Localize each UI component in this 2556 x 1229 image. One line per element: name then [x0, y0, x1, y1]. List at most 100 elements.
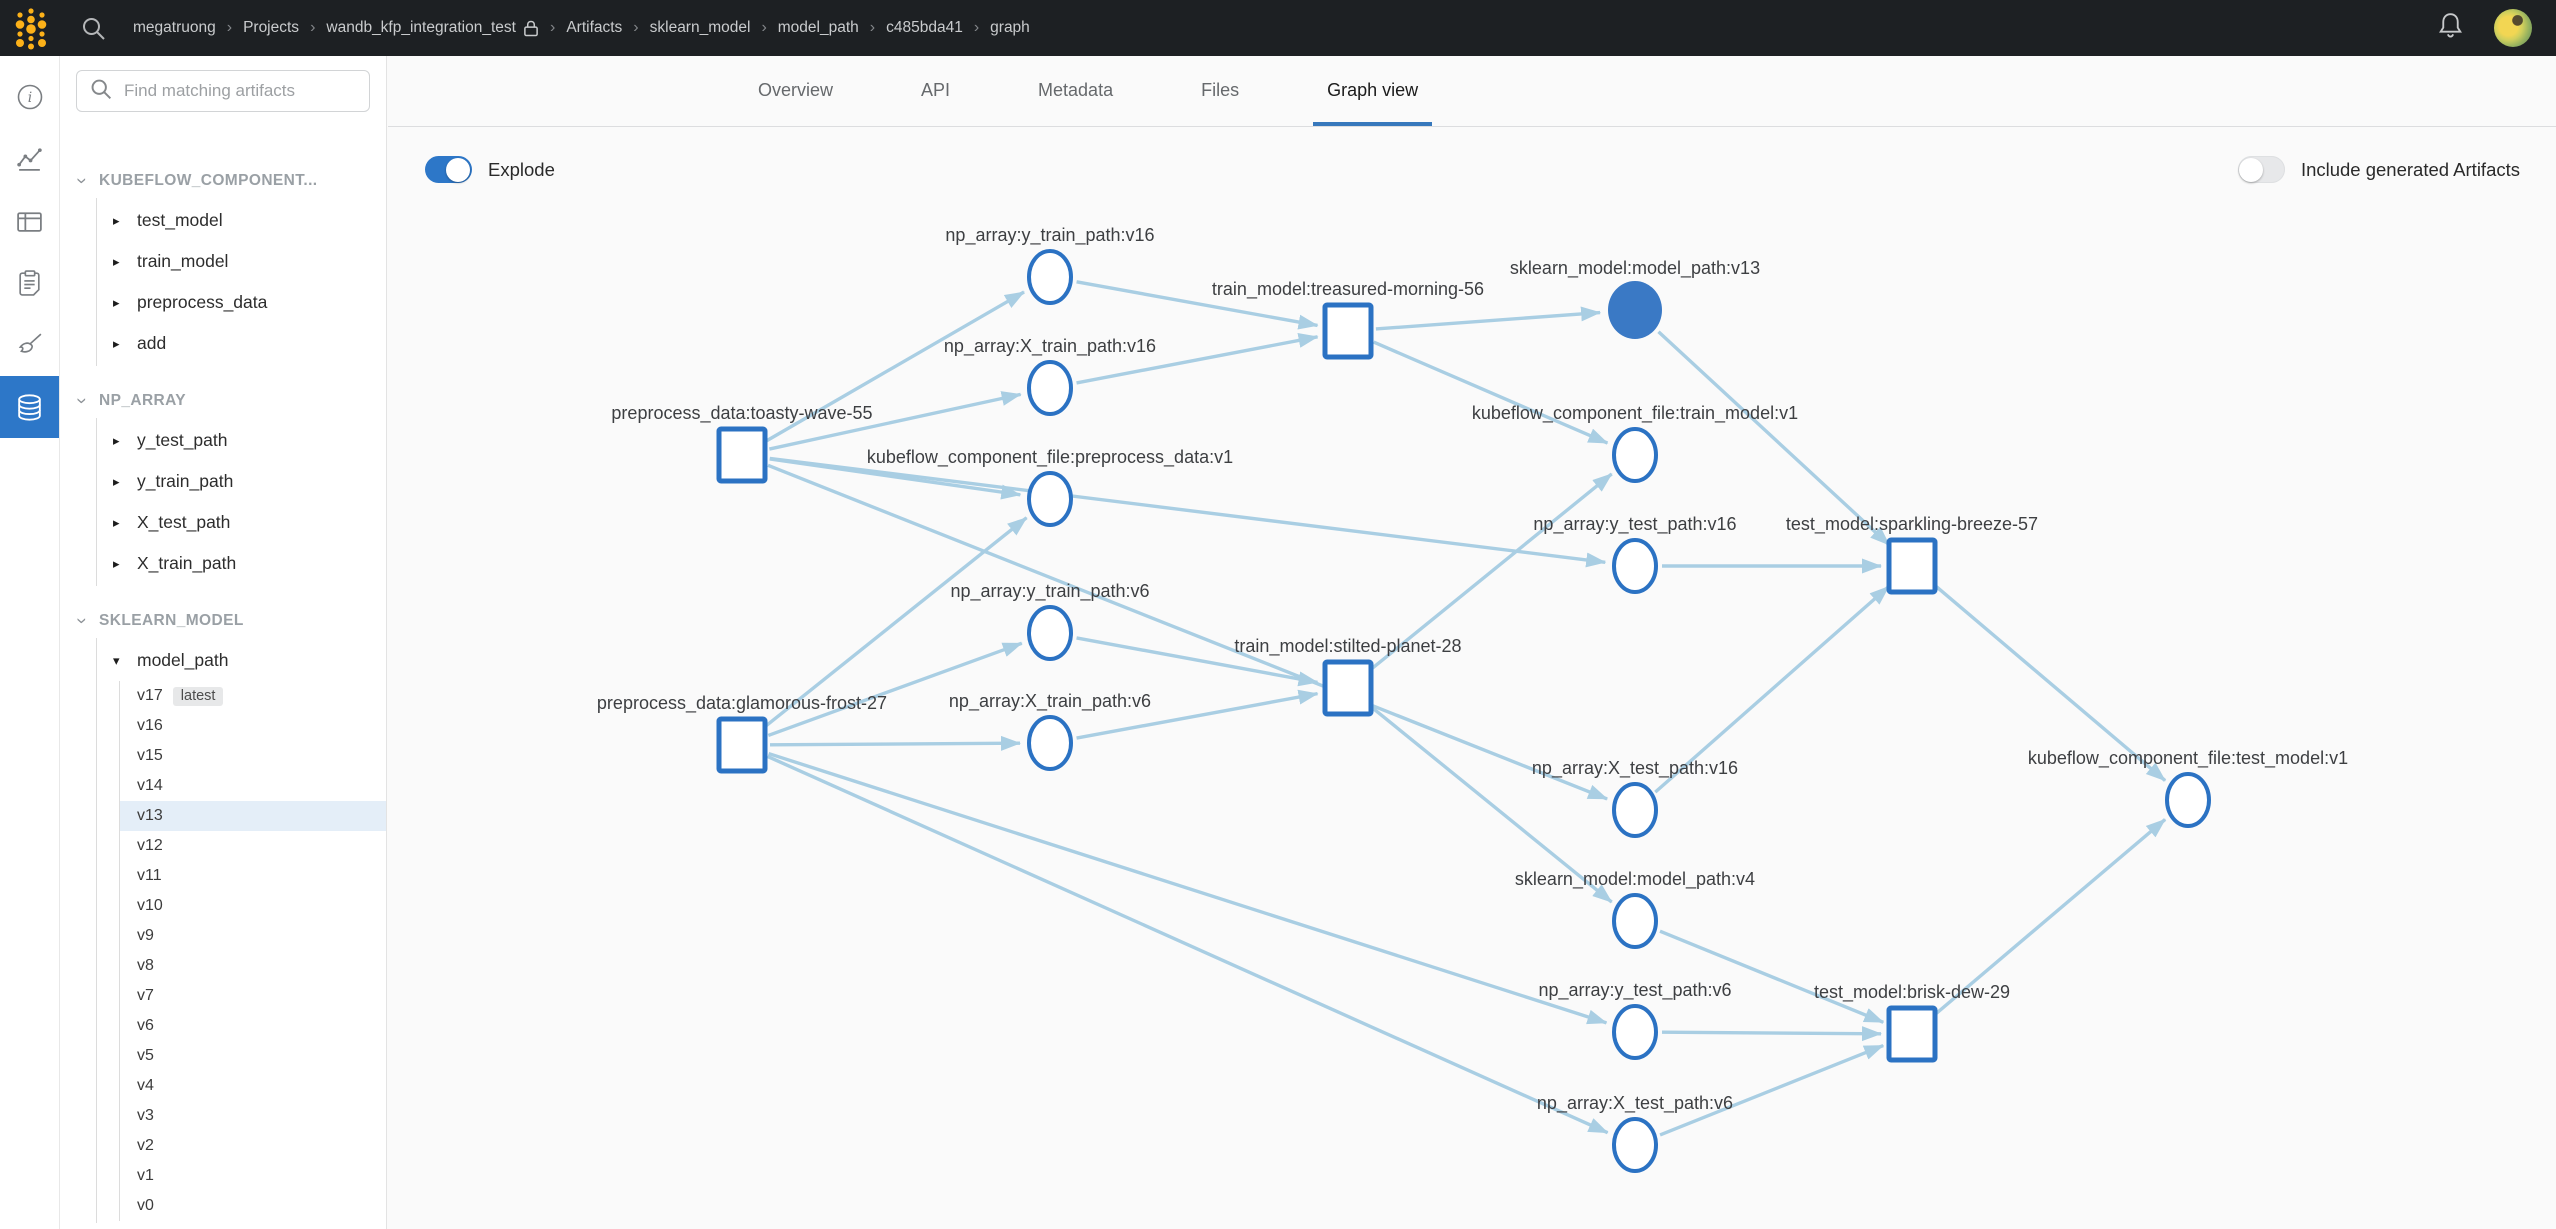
graph-node-X_train_v16[interactable]: np_array:X_train_path:v16 [944, 336, 1156, 416]
version-item-v13[interactable]: v13 [120, 801, 386, 831]
graph-node-y_test_v6[interactable]: np_array:y_test_path:v6 [1538, 980, 1732, 1060]
version-item-v11[interactable]: v11 [120, 861, 386, 891]
version-item-v2[interactable]: v2 [120, 1131, 386, 1161]
version-item-v15[interactable]: v15 [120, 741, 386, 771]
include-generated-toggle[interactable] [2237, 156, 2285, 183]
version-item-v3[interactable]: v3 [120, 1101, 386, 1131]
bell-icon[interactable] [2435, 10, 2466, 46]
breadcrumb-item[interactable]: Artifacts [566, 19, 622, 37]
tree-item-X_test_path[interactable]: ▸X_test_path [97, 502, 386, 543]
tree-item-y_test_path[interactable]: ▸y_test_path [97, 420, 386, 461]
graph-node-model_v4[interactable]: sklearn_model:model_path:v4 [1515, 869, 1755, 949]
tab-files[interactable]: Files [1201, 80, 1240, 100]
version-item-v12[interactable]: v12 [120, 831, 386, 861]
breadcrumb-item[interactable]: c485bda41 [886, 19, 963, 37]
artifact-node-shape [1612, 538, 1658, 594]
graph-node-comp_preprocess[interactable]: kubeflow_component_file:preprocess_data:… [867, 447, 1233, 527]
tree-item-label: X_train_path [137, 553, 237, 573]
graph-node-glamorous_frost[interactable]: preprocess_data:glamorous-frost-27 [597, 693, 887, 774]
version-item-v10[interactable]: v10 [120, 891, 386, 921]
version-item-v1[interactable]: v1 [120, 1161, 386, 1191]
line-chart-icon [15, 145, 44, 174]
graph-edge-treasured_morning-to-comp_train [1373, 340, 1609, 445]
graph-node-label: train_model:stilted-planet-28 [1234, 636, 1461, 657]
tree-item-test_model[interactable]: ▸test_model [97, 200, 386, 241]
version-item-v0[interactable]: v0 [120, 1191, 386, 1221]
explode-toggle[interactable] [425, 156, 472, 183]
tab-overview[interactable]: Overview [758, 80, 834, 100]
graph-node-X_train_v6[interactable]: np_array:X_train_path:v6 [949, 691, 1151, 771]
graph-node-toasty_wave[interactable]: preprocess_data:toasty-wave-55 [611, 403, 873, 484]
tree-item-y_train_path[interactable]: ▸y_train_path [97, 461, 386, 502]
breadcrumb-item[interactable]: megatruong [133, 19, 216, 37]
tree-item-model_path[interactable]: ▾model_path [97, 640, 386, 681]
breadcrumb-item[interactable]: wandb_kfp_integration_test [326, 19, 539, 38]
breadcrumb-separator: › [973, 19, 980, 36]
rail-item-info[interactable]: i [0, 66, 59, 128]
graph-node-X_test_v16[interactable]: np_array:X_test_path:v16 [1532, 758, 1738, 838]
graph-node-sparkling_breeze[interactable]: test_model:sparkling-breeze-57 [1786, 514, 2038, 595]
graph-edge-glamorous_frost-to-X_train_v6 [769, 735, 1022, 751]
version-item-v5[interactable]: v5 [120, 1041, 386, 1071]
version-item-v4[interactable]: v4 [120, 1071, 386, 1101]
tree-item-train_model[interactable]: ▸train_model [97, 241, 386, 282]
graph-node-label: np_array:X_test_path:v16 [1532, 758, 1738, 779]
breadcrumb-item[interactable]: Projects [243, 19, 299, 37]
rail-item-line-chart[interactable] [0, 128, 59, 190]
tree-item-add[interactable]: ▸add [97, 323, 386, 364]
artifact-search-box[interactable] [76, 70, 370, 112]
breadcrumb-label: megatruong [133, 19, 216, 36]
rail-item-clipboard[interactable] [0, 252, 59, 314]
version-item-v14[interactable]: v14 [120, 771, 386, 801]
tree-item-preprocess_data[interactable]: ▸preprocess_data [97, 282, 386, 323]
search-icon[interactable] [80, 15, 107, 42]
breadcrumb-item[interactable]: sklearn_model [650, 19, 751, 37]
breadcrumb-item[interactable]: model_path [778, 19, 859, 37]
run-node-shape [1886, 537, 1938, 595]
graph-node-model_v13[interactable]: sklearn_model:model_path:v13 [1510, 258, 1760, 339]
tree-item-X_train_path[interactable]: ▸X_train_path [97, 543, 386, 584]
graph-node-label: np_array:X_train_path:v6 [949, 691, 1151, 712]
graph-node-treasured_morning[interactable]: train_model:treasured-morning-56 [1212, 279, 1484, 360]
breadcrumb-label: c485bda41 [886, 19, 963, 36]
tab-api[interactable]: API [921, 80, 951, 100]
artifact-node-shape [1612, 1117, 1658, 1173]
search-input[interactable] [122, 80, 357, 102]
version-item-v6[interactable]: v6 [120, 1011, 386, 1041]
graph-node-label: sklearn_model:model_path:v4 [1515, 869, 1755, 890]
version-item-v7[interactable]: v7 [120, 981, 386, 1011]
version-item-v8[interactable]: v8 [120, 951, 386, 981]
graph-node-y_train_v6[interactable]: np_array:y_train_path:v6 [950, 581, 1150, 661]
run-node-shape [1886, 1005, 1938, 1063]
graph-node-label: np_array:y_train_path:v6 [950, 581, 1149, 602]
graph-node-y_test_v16[interactable]: np_array:y_test_path:v16 [1533, 514, 1737, 594]
breadcrumb-separator: › [633, 19, 639, 36]
graph-node-comp_train[interactable]: kubeflow_component_file:train_model:v1 [1472, 403, 1798, 483]
tree-section-header[interactable]: ›SKLEARN_MODEL [60, 604, 386, 638]
avatar[interactable] [2494, 9, 2532, 47]
rail-item-database[interactable] [0, 376, 59, 438]
graph-node-comp_test[interactable]: kubeflow_component_file:test_model:v1 [2028, 748, 2348, 828]
version-item-v9[interactable]: v9 [120, 921, 386, 951]
graph-node-y_train_v16[interactable]: np_array:y_train_path:v16 [945, 225, 1155, 305]
tab-graph-view[interactable]: Graph view [1313, 80, 1433, 126]
graph-node-brisk_dew[interactable]: test_model:brisk-dew-29 [1814, 982, 2010, 1063]
tree-section-header[interactable]: ›KUBEFLOW_COMPONENT... [60, 164, 386, 198]
graph-edge-y_train_v16-to-treasured_morning [1076, 280, 1319, 330]
svg-text:i: i [27, 90, 31, 106]
graph-node-X_test_v6[interactable]: np_array:X_test_path:v6 [1537, 1093, 1733, 1173]
tree-section-header[interactable]: ›NP_ARRAY [60, 384, 386, 418]
artifact-node-shape [1027, 249, 1073, 305]
breadcrumb-item[interactable]: graph [990, 19, 1030, 37]
wandb-logo-icon[interactable] [8, 3, 54, 53]
version-label: v13 [137, 807, 163, 824]
rail-item-table[interactable] [0, 190, 59, 252]
version-item-v16[interactable]: v16 [120, 711, 386, 741]
graph-node-stilted_planet[interactable]: train_model:stilted-planet-28 [1234, 636, 1462, 717]
rail-item-broom[interactable] [0, 314, 59, 376]
graph-edge-stilted_planet-to-comp_train [1368, 472, 1613, 672]
tab-metadata[interactable]: Metadata [1038, 80, 1114, 100]
